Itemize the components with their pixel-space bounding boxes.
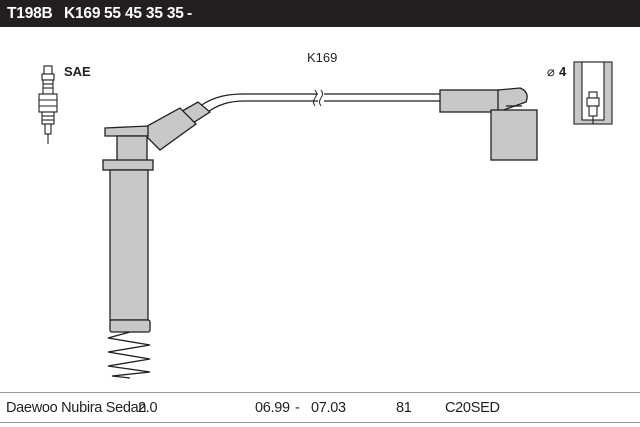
- footer-rule-bottom: [0, 422, 640, 423]
- diameter-symbol: ⌀: [547, 64, 555, 79]
- engine-size: 2.0: [138, 400, 158, 416]
- plug-standard-label: SAE: [64, 64, 91, 79]
- coil-boot: [102, 101, 212, 333]
- footer-rule-top: [0, 392, 640, 393]
- spark-plug-icon: [38, 65, 58, 144]
- vehicle-model: Daewoo Nubira Sedan: [6, 400, 147, 416]
- kit-code: K169: [64, 5, 101, 22]
- plug-boot: [439, 87, 538, 161]
- year-from: 06.99: [255, 400, 290, 416]
- contact-spring: [107, 331, 151, 379]
- cable-label: K169: [307, 50, 337, 65]
- reference-number: 55 45 35 35: [104, 5, 184, 22]
- year-range-separator: -: [295, 400, 300, 416]
- engine-power: 81: [396, 400, 412, 416]
- cable-wire: [199, 89, 440, 115]
- diameter-value: 4: [559, 64, 567, 79]
- year-to: 07.03: [311, 400, 346, 416]
- set-code: T198B: [7, 5, 53, 22]
- ignition-cable-diagram: K169: [38, 50, 613, 379]
- terminal-section-icon: [573, 61, 613, 125]
- engine-code: C20SED: [445, 400, 500, 416]
- header-dash: -: [187, 5, 192, 22]
- header-bar: T198B K169 55 45 35 35 -: [0, 0, 640, 27]
